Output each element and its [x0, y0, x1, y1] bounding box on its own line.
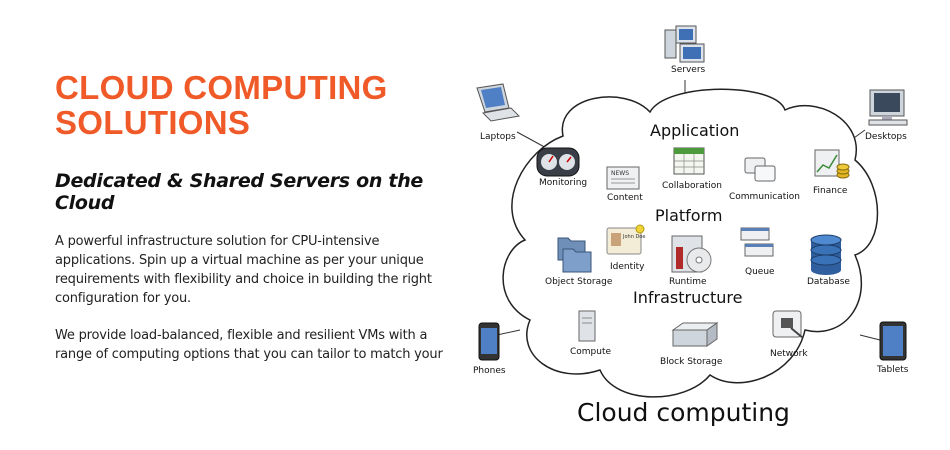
- tablet-icon: [879, 321, 907, 361]
- identity-card-text: John Doe: [622, 234, 645, 240]
- diagram-caption: Cloud computing: [577, 398, 790, 427]
- content-label: Content: [607, 193, 643, 203]
- laptop-icon: [476, 83, 521, 122]
- compute-icon: [578, 310, 596, 342]
- communication-label: Communication: [729, 192, 800, 202]
- servers-label: Servers: [671, 65, 706, 75]
- paragraph-1-line: configuration for you.: [55, 291, 191, 306]
- intro-section: CLOUD COMPUTING SOLUTIONS Dedicated & Sh…: [55, 70, 455, 364]
- finance-label: Finance: [813, 186, 848, 196]
- queue-icon: [740, 227, 774, 257]
- queue-label: Queue: [745, 267, 775, 277]
- monitoring-icon: [536, 147, 580, 177]
- compute-label: Compute: [570, 347, 612, 357]
- page-title: CLOUD COMPUTING SOLUTIONS: [55, 70, 455, 140]
- tablets-label: Tablets: [876, 365, 909, 375]
- title-line-1: CLOUD COMPUTING: [55, 69, 388, 106]
- paragraph-2-line: We provide load-balanced, flexible and r…: [55, 328, 428, 343]
- identity-label: Identity: [610, 262, 645, 272]
- page-subtitle: Dedicated & Shared Servers on the Cloud: [55, 170, 424, 214]
- identity-icon: John Doe: [606, 224, 645, 255]
- content-icon: NEWS: [606, 166, 640, 190]
- runtime-icon: [671, 235, 712, 273]
- network-label: Network: [770, 349, 808, 359]
- layer-infrastructure: Infrastructure: [633, 288, 742, 307]
- collaboration-label: Collaboration: [662, 181, 722, 191]
- collaboration-icon: [673, 147, 705, 175]
- desktops-label: Desktops: [865, 132, 907, 142]
- paragraph-2-line: range of computing options that you can …: [55, 347, 443, 362]
- paragraph-1-line: requirements with flexibility and choice…: [55, 272, 432, 287]
- block-storage-label: Block Storage: [660, 357, 723, 367]
- block-storage-icon: [671, 322, 719, 347]
- title-line-2: SOLUTIONS: [55, 104, 251, 141]
- communication-icon: [744, 157, 776, 182]
- desktop-icon: [868, 89, 908, 126]
- object-storage-label: Object Storage: [545, 277, 613, 287]
- cloud-computing-diagram: Application Platform Infrastructure Serv…: [473, 25, 909, 427]
- phone-icon: [478, 322, 500, 361]
- database-icon: [810, 234, 842, 275]
- phones-label: Phones: [473, 366, 506, 376]
- layer-platform: Platform: [655, 206, 722, 225]
- laptops-label: Laptops: [480, 132, 516, 142]
- layer-application: Application: [650, 121, 739, 140]
- paragraph-1-line: applications. Spin up a virtual machine …: [55, 253, 424, 268]
- database-label: Database: [807, 277, 850, 287]
- monitoring-label: Monitoring: [539, 178, 587, 188]
- servers-icon: [664, 25, 705, 63]
- description-paragraph-1: A powerful infrastructure solution for C…: [55, 232, 450, 308]
- finance-icon: [814, 149, 850, 179]
- paragraph-1-line: A powerful infrastructure solution for C…: [55, 234, 380, 249]
- description-paragraph-2: We provide load-balanced, flexible and r…: [55, 326, 450, 364]
- object-storage-icon: [557, 237, 592, 273]
- network-icon: [772, 310, 804, 339]
- runtime-label: Runtime: [669, 277, 707, 287]
- content-icon-text: NEWS: [611, 170, 629, 177]
